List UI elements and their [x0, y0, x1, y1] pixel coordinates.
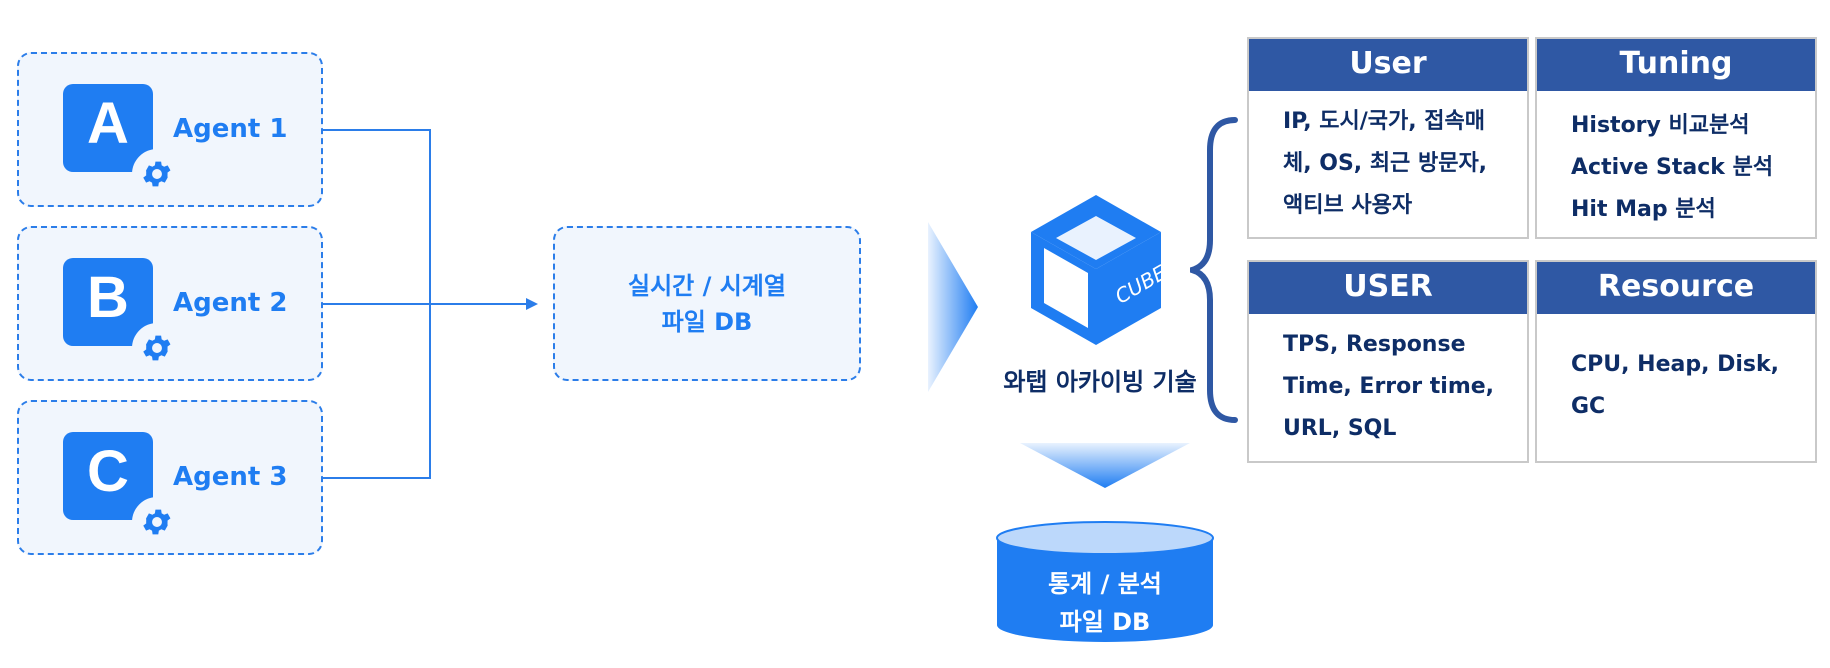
- agent-label-2: Agent 2: [173, 288, 288, 318]
- agent-label-1: Agent 1: [173, 114, 288, 144]
- card-tuning-title: Tuning: [1537, 39, 1815, 91]
- card-tuning: Tuning History 비교분석 Active Stack 분석 Hit …: [1535, 37, 1817, 239]
- card-tuning-body: History 비교분석 Active Stack 분석 Hit Map 분석: [1537, 91, 1815, 231]
- agent-tile-c: C: [63, 432, 153, 520]
- card-resource-line: GC: [1571, 394, 1606, 419]
- card-tuning-line: History 비교분석: [1571, 113, 1750, 138]
- card-user-metrics-title: USER: [1249, 262, 1527, 314]
- card-tuning-line: Active Stack 분석: [1571, 155, 1774, 180]
- card-user-body: IP, 도시/국가, 접속매 체, OS, 최근 방문자, 액티브 사용자: [1249, 91, 1527, 227]
- stats-db-label: 통계 / 분석 파일 DB: [995, 565, 1215, 641]
- stats-db-line1: 통계 / 분석: [1048, 570, 1162, 598]
- card-user-metrics: USER TPS, Response Time, Error time, URL…: [1247, 260, 1529, 463]
- arrow-right-icon: [526, 298, 538, 310]
- card-user-line: 체, OS, 최근 방문자,: [1283, 151, 1488, 176]
- card-user-title: User: [1249, 39, 1527, 91]
- stats-db-line2: 파일 DB: [1059, 608, 1151, 636]
- card-user-line: IP, 도시/국가, 접속매: [1283, 109, 1486, 134]
- card-user: User IP, 도시/국가, 접속매 체, OS, 최근 방문자, 액티브 사…: [1247, 37, 1529, 239]
- card-resource: Resource CPU, Heap, Disk, GC: [1535, 260, 1817, 463]
- card-resource-body: CPU, Heap, Disk, GC: [1537, 314, 1815, 428]
- gear-icon: [132, 323, 182, 373]
- realtime-db-box: 실시간 / 시계열 파일 DB: [553, 226, 861, 381]
- card-resource-line: CPU, Heap, Disk,: [1571, 352, 1779, 377]
- card-user-metrics-body: TPS, Response Time, Error time, URL, SQL: [1249, 314, 1527, 450]
- database-icon: [996, 521, 1214, 642]
- agent-label-3: Agent 3: [173, 462, 288, 492]
- realtime-db-line1: 실시간 / 시계열: [628, 271, 786, 300]
- gear-icon: [132, 149, 182, 199]
- gear-icon: [132, 497, 182, 547]
- card-user-metrics-line: URL, SQL: [1283, 416, 1397, 441]
- arrow-right-icon: [928, 222, 978, 392]
- agent-tile-a: A: [63, 84, 153, 172]
- arrow-down-icon: [1020, 443, 1190, 488]
- brace-icon: [1190, 117, 1238, 423]
- card-resource-title: Resource: [1537, 262, 1815, 314]
- agent-connector-lines: [323, 129, 538, 479]
- card-user-metrics-line: Time, Error time,: [1283, 374, 1495, 399]
- cube-icon: CUBE: [1031, 195, 1166, 345]
- realtime-db-line2: 파일 DB: [661, 307, 753, 336]
- agent-box-2: B Agent 2: [17, 226, 323, 381]
- agent-box-3: C Agent 3: [17, 400, 323, 555]
- card-user-metrics-line: TPS, Response: [1283, 332, 1466, 357]
- card-user-line: 액티브 사용자: [1283, 193, 1413, 218]
- card-tuning-line: Hit Map 분석: [1571, 197, 1716, 222]
- cube-caption: 와탭 아카이빙 기술: [1003, 368, 1197, 396]
- agent-box-1: A Agent 1: [17, 52, 323, 207]
